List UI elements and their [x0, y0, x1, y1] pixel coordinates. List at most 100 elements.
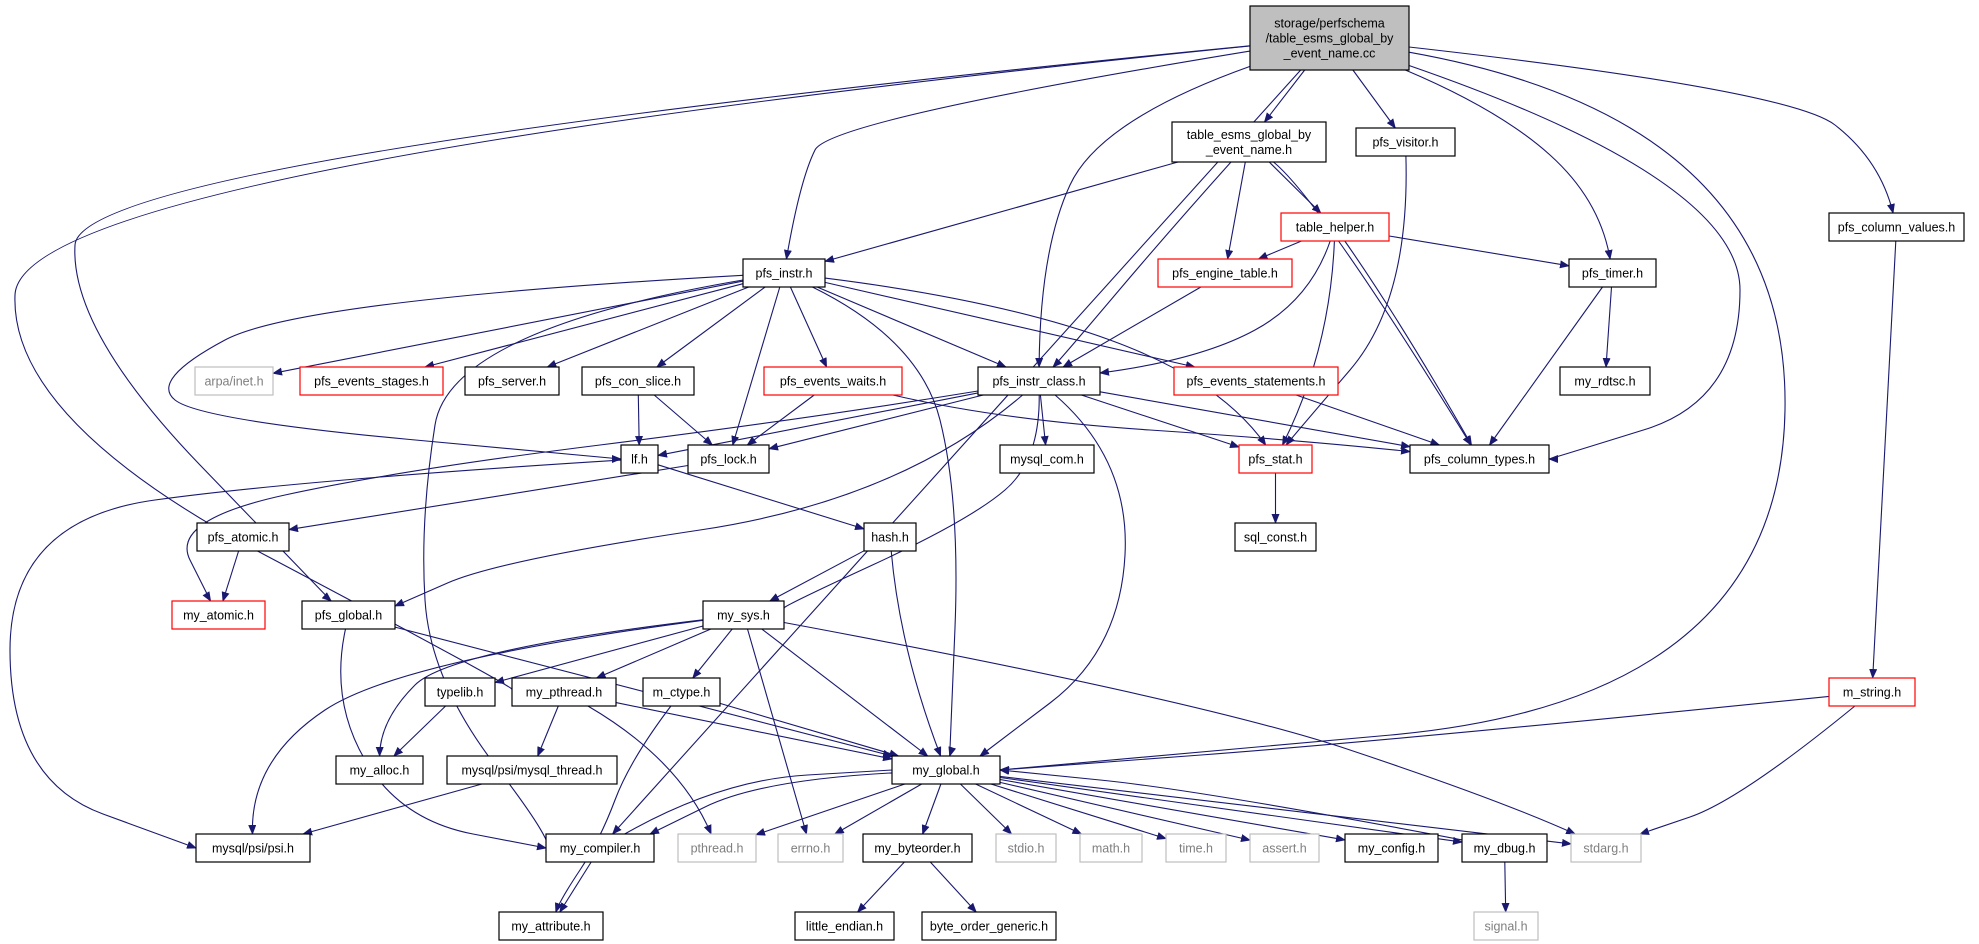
edge-table_helper-to-pfs_column_types: [1344, 240, 1472, 446]
node-pfs-instr-class[interactable]: pfs_instr_class.h: [977, 366, 1101, 396]
node-pfs-events-waits[interactable]: pfs_events_waits.h: [763, 366, 903, 396]
node-pfs-engine-table[interactable]: pfs_engine_table.h: [1157, 258, 1293, 288]
edge-pfs_instr_class-to-pfs_lock: [768, 394, 984, 451]
node-pfs-events-stages[interactable]: pfs_events_stages.h: [299, 366, 444, 396]
node-pfs-instr[interactable]: pfs_instr.h: [742, 258, 826, 288]
node-label: pfs_events_statements.h: [1187, 375, 1326, 389]
edge-table_esms_h-to-table_helper: [1268, 161, 1322, 214]
node-time[interactable]: time.h: [1165, 833, 1227, 863]
edge-lf-to-hash: [657, 464, 865, 531]
edge-root-to-pfs_instr_class: [1035, 65, 1251, 368]
node-m-string[interactable]: m_string.h: [1828, 677, 1916, 707]
node-label: _event_name.cc: [1283, 47, 1376, 61]
edge-my_global-to-math: [975, 783, 1083, 835]
node-mysql-psi[interactable]: mysql/psi/psi.h: [195, 833, 311, 863]
node-label: arpa/inet.h: [204, 375, 263, 389]
edge-my_sys-to-my_pthread: [595, 628, 712, 679]
node-label: byte_order_generic.h: [930, 920, 1048, 934]
node-my-attribute[interactable]: my_attribute.h: [498, 911, 604, 941]
node-my-rdtsc[interactable]: my_rdtsc.h: [1559, 366, 1651, 396]
node-my-pthread[interactable]: my_pthread.h: [511, 677, 617, 707]
node-pfs-timer[interactable]: pfs_timer.h: [1568, 258, 1657, 288]
node-mysql-com[interactable]: mysql_com.h: [999, 444, 1095, 474]
node-label: pfs_con_slice.h: [595, 375, 681, 389]
node-pfs-lock[interactable]: pfs_lock.h: [687, 444, 770, 474]
node-math[interactable]: math.h: [1079, 833, 1143, 863]
node-little-endian[interactable]: little_endian.h: [794, 911, 895, 941]
node-label: pfs_server.h: [478, 375, 546, 389]
node-box: [863, 522, 917, 552]
node-box: [1473, 911, 1539, 941]
node-label: _event_name.h: [1205, 143, 1292, 157]
node-pfs-con-slice[interactable]: pfs_con_slice.h: [581, 366, 695, 396]
node-assert[interactable]: assert.h: [1249, 833, 1320, 863]
node-sql-const[interactable]: sql_const.h: [1234, 522, 1317, 552]
node-table-helper[interactable]: table_helper.h: [1280, 212, 1390, 242]
node-my-atomic[interactable]: my_atomic.h: [171, 600, 266, 630]
edge-pfs_timer-to-my_rdtsc: [1602, 286, 1613, 368]
node-hash[interactable]: hash.h: [863, 522, 917, 552]
node-box: [511, 677, 617, 707]
node-label: pfs_column_values.h: [1838, 221, 1955, 235]
node-lf[interactable]: lf.h: [620, 444, 659, 474]
node-box: [1559, 366, 1651, 396]
edge-my_sys-to-mysql_psi: [248, 619, 704, 835]
edge-pfs_instr-to-pfs_instr_class: [816, 286, 1007, 368]
node-m-ctype[interactable]: m_ctype.h: [642, 677, 721, 707]
node-pfs-visitor[interactable]: pfs_visitor.h: [1355, 127, 1456, 157]
node-errno[interactable]: errno.h: [777, 833, 844, 863]
node-stdarg[interactable]: stdarg.h: [1570, 833, 1642, 863]
node-box: [1461, 833, 1548, 863]
node-arpa-inet[interactable]: arpa/inet.h: [194, 366, 274, 396]
node-table-esms-h[interactable]: table_esms_global_by_event_name.h: [1171, 121, 1327, 163]
node-my-compiler[interactable]: my_compiler.h: [545, 833, 655, 863]
node-box: [196, 522, 290, 552]
edge-my_sys-to-my_global: [761, 628, 929, 757]
node-my-byteorder[interactable]: my_byteorder.h: [862, 833, 973, 863]
node-label: my_pthread.h: [526, 686, 602, 700]
node-pfs-column-values[interactable]: pfs_column_values.h: [1828, 212, 1965, 242]
node-box: [1249, 833, 1320, 863]
node-pfs-stat[interactable]: pfs_stat.h: [1238, 444, 1313, 474]
node-label: assert.h: [1262, 842, 1307, 856]
edge-my_sys-to-errno: [746, 628, 808, 835]
node-label: m_ctype.h: [653, 686, 711, 700]
node-pthread[interactable]: pthread.h: [677, 833, 757, 863]
edge-pfs_instr-to-arpa_inet: [272, 280, 744, 376]
node-label: my_global.h: [912, 764, 979, 778]
node-pfs-server[interactable]: pfs_server.h: [464, 366, 560, 396]
edge-root-to-pfs_visitor: [1352, 69, 1396, 129]
node-label: my_config.h: [1358, 842, 1425, 856]
node-root[interactable]: storage/perfschema/table_esms_global_by_…: [1249, 5, 1410, 71]
node-box: [862, 833, 973, 863]
node-label: pthread.h: [691, 842, 744, 856]
edge-my_global-to-pthread: [755, 783, 906, 836]
node-box: [1238, 444, 1313, 474]
node-signal[interactable]: signal.h: [1473, 911, 1539, 941]
node-mysql-thread[interactable]: mysql/psi/mysql_thread.h: [446, 755, 618, 785]
node-typelib[interactable]: typelib.h: [424, 677, 496, 707]
node-box: [702, 600, 785, 630]
node-label: pfs_column_types.h: [1424, 453, 1535, 467]
node-my-global[interactable]: my_global.h: [891, 755, 1001, 785]
node-pfs-column-types[interactable]: pfs_column_types.h: [1409, 444, 1550, 474]
node-box: [891, 755, 1001, 785]
node-my-config[interactable]: my_config.h: [1344, 833, 1439, 863]
node-box: [1173, 366, 1339, 396]
node-box: [1280, 212, 1390, 242]
edge-pfs_instr-to-pfs_lock: [731, 286, 781, 446]
node-stdio[interactable]: stdio.h: [995, 833, 1057, 863]
node-layer: storage/perfschema/table_esms_global_by_…: [171, 5, 1965, 941]
node-box: [999, 444, 1095, 474]
node-box: [1234, 522, 1317, 552]
node-pfs-global[interactable]: pfs_global.h: [301, 600, 396, 630]
node-my-sys[interactable]: my_sys.h: [702, 600, 785, 630]
edge-my_global-to-my_config: [999, 778, 1346, 843]
node-my-alloc[interactable]: my_alloc.h: [335, 755, 424, 785]
node-my-dbug[interactable]: my_dbug.h: [1461, 833, 1548, 863]
node-pfs-events-statements[interactable]: pfs_events_statements.h: [1173, 366, 1339, 396]
node-label: pfs_visitor.h: [1372, 136, 1438, 150]
node-byte-order-generic[interactable]: byte_order_generic.h: [921, 911, 1057, 941]
node-pfs-atomic[interactable]: pfs_atomic.h: [196, 522, 290, 552]
